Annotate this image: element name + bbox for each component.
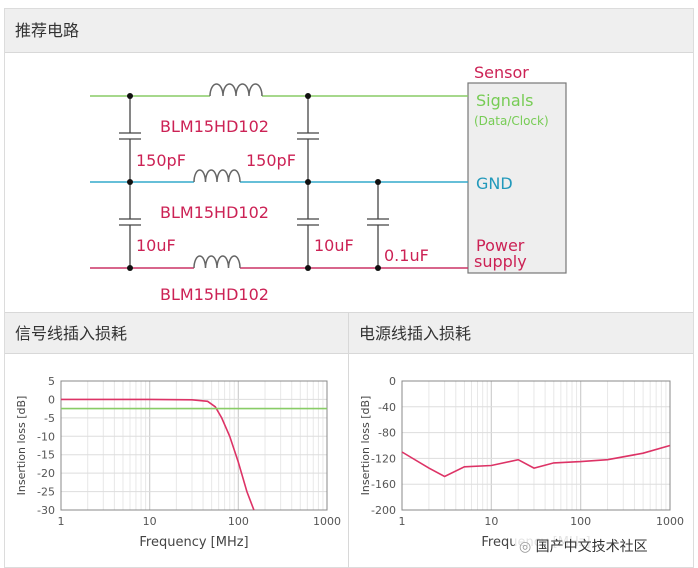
y-tick-label: -40	[378, 401, 396, 414]
y-tick-label: -25	[37, 486, 55, 499]
junction-dots	[127, 93, 381, 271]
y-tick-label: -160	[371, 478, 396, 491]
x-tick-label: 10	[143, 515, 157, 528]
section-header-power-loss: 电源线插入损耗	[349, 312, 693, 354]
vertical-divider	[348, 312, 349, 568]
y-tick-label: -15	[37, 449, 55, 462]
x-tick-label: 100	[570, 515, 591, 528]
cap-right-top-label: 150pF	[246, 151, 296, 170]
wechat-icon: ◎	[519, 539, 532, 555]
sensor-box	[467, 82, 567, 274]
section-title-power-loss: 电源线插入损耗	[359, 324, 472, 343]
x-tick-label: 10	[484, 515, 498, 528]
y-tick-label: -80	[378, 427, 396, 440]
gnd-label: GND	[476, 174, 513, 193]
signals-label: Signals	[476, 91, 533, 110]
capacitor-wires	[119, 96, 389, 268]
y-tick-label: -5	[44, 412, 55, 425]
y-tick-label: 0	[48, 393, 55, 406]
inductor-bot-label: BLM15HD102	[160, 285, 269, 304]
plot-frame	[401, 380, 671, 511]
inductor-top	[209, 83, 263, 97]
y-tick-label: -120	[371, 452, 396, 465]
y-tick-label: 0	[389, 375, 396, 388]
x-tick-label: 1000	[656, 515, 684, 528]
inductor-top-label: BLM15HD102	[160, 117, 269, 136]
watermark-text: 国产中文技术社区	[535, 539, 648, 555]
series-line-1	[61, 398, 255, 511]
series-line-1	[401, 444, 671, 478]
x-tick-label: 1000	[313, 515, 341, 528]
y-tick-label: -30	[37, 504, 55, 517]
sensor-label: Sensor	[474, 63, 529, 82]
section-header-signal-loss: 信号线插入损耗	[5, 312, 348, 354]
x-axis-label: Frequency [MHz]	[139, 535, 248, 550]
circuit-diagram: Sensor BLM15HD102 BLM15HD102 BLM15HD102	[90, 63, 567, 304]
cap-right-bot-label: 10uF	[314, 236, 354, 255]
signals-sub-label: (Data/Clock)	[474, 114, 549, 128]
cap-left-bot-label: 10uF	[136, 236, 176, 255]
inductor-mid	[193, 169, 241, 183]
y-tick-label: -20	[37, 467, 55, 480]
watermark: ◎ 国产中文技术社区	[515, 536, 652, 556]
y-tick-label: -10	[37, 430, 55, 443]
power-label-line2: supply	[474, 252, 527, 271]
section-header-recommended: 推荐电路	[5, 9, 693, 53]
section-title-recommended: 推荐电路	[15, 21, 80, 40]
inductor-bot	[193, 255, 241, 269]
y-axis-label: Insertion loss [dB]	[15, 396, 28, 496]
y-tick-label: 5	[48, 375, 55, 388]
inductor-mid-label: BLM15HD102	[160, 203, 269, 222]
plot-frame	[60, 380, 328, 511]
x-tick-label: 100	[228, 515, 249, 528]
cap-bypass-label: 0.1uF	[384, 246, 429, 265]
y-axis-label: Insertion loss [dB]	[359, 396, 372, 496]
cap-left-top-label: 150pF	[136, 151, 186, 170]
y-tick-label: -200	[371, 504, 396, 517]
section-title-signal-loss: 信号线插入损耗	[15, 324, 128, 343]
x-tick-label: 1	[399, 515, 406, 528]
x-tick-label: 1	[58, 515, 65, 528]
power-label-line1: Power	[476, 236, 525, 255]
